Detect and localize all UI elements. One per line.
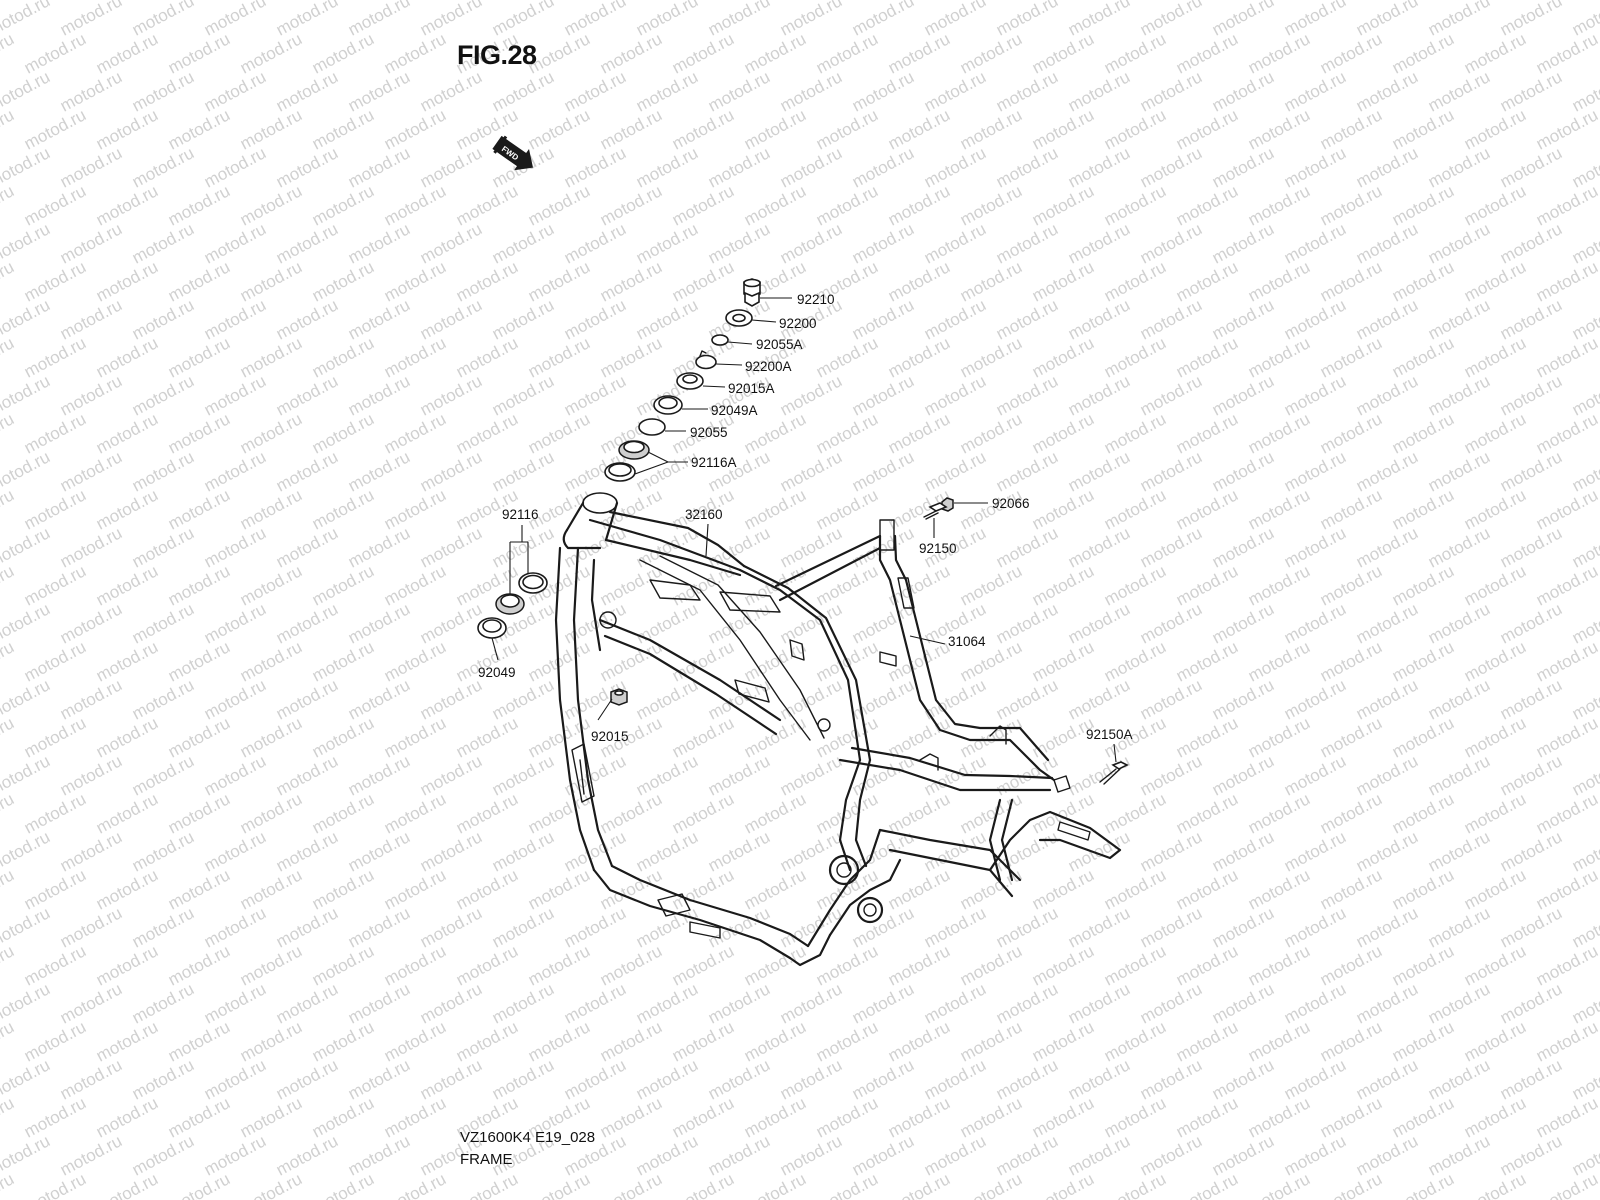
rear-frame-31064 (774, 519, 1056, 782)
label-92055: 92055 (690, 425, 728, 440)
seal-lower-92049 (477, 617, 507, 639)
washer-92200 (725, 309, 753, 327)
part-labels: 92210 92200 92055A 92200A 92015A 92049A … (478, 292, 1133, 744)
label-92150: 92150 (919, 541, 957, 556)
label-92066: 92066 (992, 496, 1030, 511)
race-upper-92116A (604, 462, 636, 482)
label-92116: 92116 (502, 507, 539, 522)
label-92049: 92049 (478, 665, 516, 680)
nut-92015 (610, 688, 628, 706)
label-32160: 32160 (685, 507, 723, 522)
label-31064: 31064 (948, 634, 986, 649)
bearing-upper-92116A (618, 440, 650, 460)
bolt-92150 (923, 502, 948, 520)
figure-title: FIG.28 (457, 40, 537, 70)
label-92200: 92200 (779, 316, 817, 331)
bolt-92150A (1099, 761, 1129, 785)
bearing-lower-92116 (495, 593, 525, 615)
nut-92015A (676, 372, 704, 390)
label-92150A: 92150A (1086, 727, 1133, 742)
section-name: FRAME (460, 1151, 513, 1168)
leader-lines (491, 297, 1117, 763)
seal-92049A (653, 395, 683, 415)
model-code: VZ1600K4 E19_028 (460, 1129, 596, 1146)
lock-washer-92200A (695, 350, 717, 370)
label-92055A: 92055A (756, 337, 803, 352)
label-92049A: 92049A (711, 403, 758, 418)
label-92015: 92015 (591, 729, 629, 744)
stem-nut-92210 (743, 278, 761, 307)
race-lower-92116 (518, 572, 548, 594)
label-92210: 92210 (797, 292, 835, 307)
label-92116A: 92116A (691, 455, 737, 470)
o-ring-92055 (638, 418, 666, 436)
fwd-arrow-icon: FWD (492, 135, 534, 171)
label-92015A: 92015A (728, 381, 775, 396)
o-ring-92055A (711, 334, 729, 346)
label-92200A: 92200A (745, 359, 792, 374)
main-frame-32160 (554, 492, 1122, 967)
